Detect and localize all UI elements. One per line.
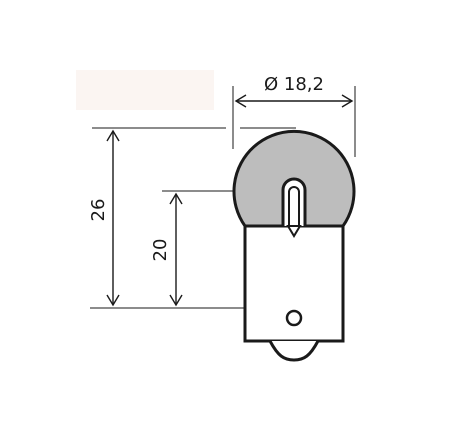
overall-height-label: 26: [88, 199, 109, 222]
bulb-contact-tip: [268, 340, 320, 362]
filament-inner: [288, 186, 300, 226]
overall-height-dimension: 26: [88, 129, 120, 307]
filament-height-label: 20: [150, 239, 171, 262]
bayonet-pin: [285, 309, 303, 327]
filament-height-dimension: 20: [150, 192, 183, 307]
diameter-dimension: Ø 18,2: [234, 74, 354, 108]
filament-height-arrow-bottom: [169, 294, 183, 307]
overall-height-arrow-top: [106, 129, 120, 142]
filament-height-arrow-top: [169, 192, 183, 205]
label-patch: [76, 70, 214, 110]
bulb: [232, 129, 356, 362]
diameter-arrow-left: [234, 94, 247, 108]
filament-tip: [286, 225, 302, 238]
overall-height-arrow-bottom: [106, 294, 120, 307]
diameter-arrow-right: [341, 94, 354, 108]
diameter-label: Ø 18,2: [264, 74, 324, 95]
